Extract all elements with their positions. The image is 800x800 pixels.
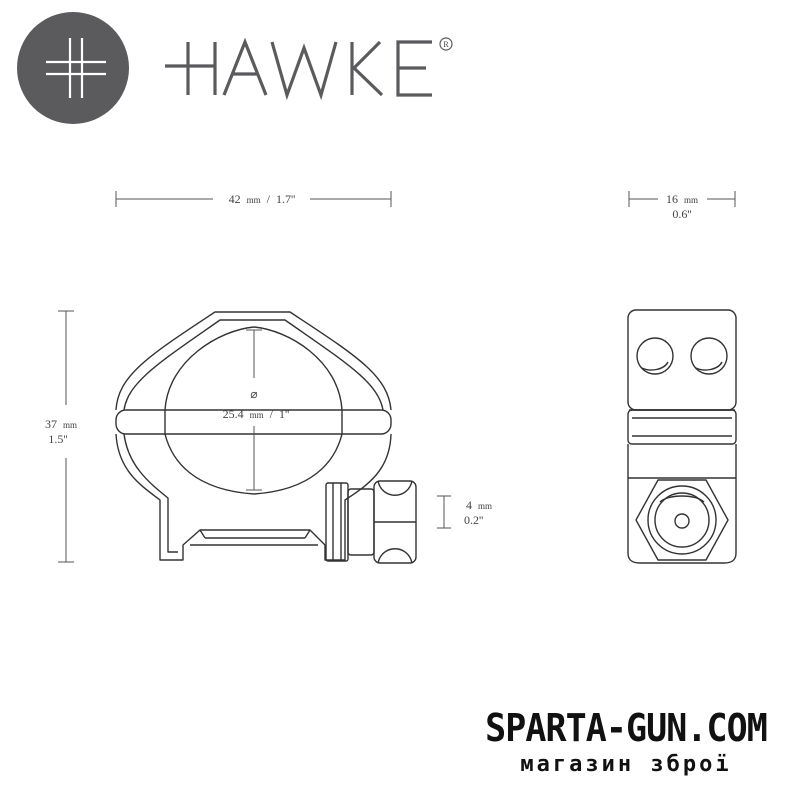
height-imperial-label: 1.5''	[48, 432, 67, 446]
ring-side-view	[627, 309, 737, 564]
height-label: 37 mm	[45, 415, 77, 432]
width-dimension	[628, 191, 736, 207]
height-dimension	[58, 310, 74, 563]
width-imperial-label: 0.6''	[672, 207, 691, 221]
hawke-logo: R	[17, 12, 453, 124]
diameter-dimension	[246, 329, 262, 491]
screw-imperial-label: 0.2''	[464, 513, 483, 527]
screw-hole-left-icon	[636, 337, 674, 375]
diameter-label: 25.4 mm / 1''	[223, 405, 290, 422]
crosshair-icon	[46, 38, 106, 98]
length-dimension	[115, 191, 392, 207]
diameter-symbol: ⌀	[250, 387, 257, 401]
hex-bolt-icon	[635, 479, 729, 561]
registered-mark: R	[443, 40, 449, 49]
screw-hole-right-icon	[690, 337, 728, 375]
width-label: 16 mm	[666, 190, 698, 207]
ring-front-view	[115, 311, 417, 564]
logo-circle-icon	[17, 12, 129, 124]
screw-dimension	[437, 495, 451, 529]
length-label: 42 mm / 1.7''	[229, 190, 296, 207]
watermark-subtitle: магазин зброї	[520, 752, 732, 777]
watermark-title: SPARTA-GUN.COM	[485, 706, 768, 750]
registered-mark-icon	[439, 37, 453, 51]
hawke-wordmark	[165, 37, 432, 101]
screw-label: 4 mm	[466, 496, 492, 513]
